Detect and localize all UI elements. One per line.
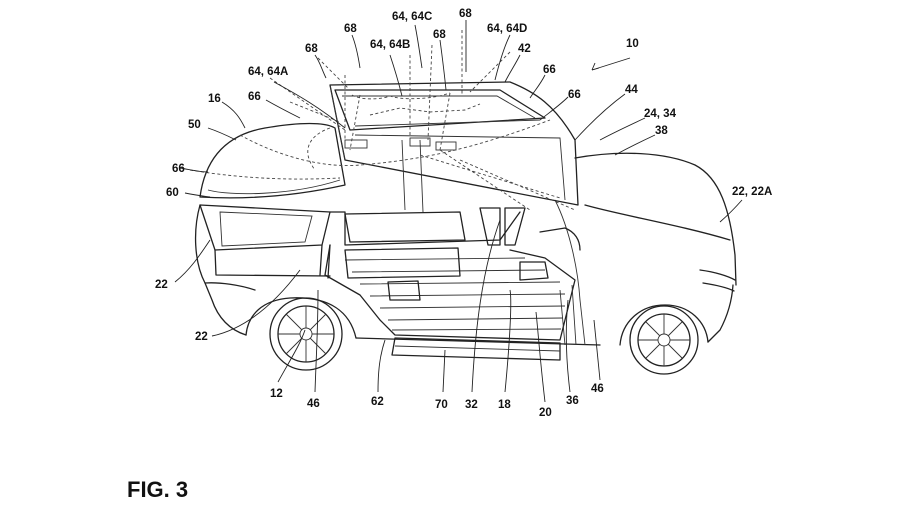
rear-wheel [270,298,342,370]
label-68-d: 68 [459,8,472,20]
label-16: 16 [208,93,221,105]
label-32: 32 [465,399,478,411]
label-64-64c: 64, 64C [392,11,432,23]
label-68-c: 68 [433,29,446,41]
label-22-lower: 22 [195,331,208,343]
label-70: 70 [435,399,448,411]
label-18: 18 [498,399,511,411]
label-68-b: 68 [344,23,357,35]
label-60: 60 [166,187,179,199]
label-50: 50 [188,119,201,131]
label-22-22a: 22, 22A [732,186,772,198]
label-44: 44 [625,84,638,96]
label-24-34: 24, 34 [644,108,677,120]
label-62: 62 [371,396,384,408]
label-46-rear: 46 [307,398,320,410]
label-66-left: 66 [172,163,185,175]
front-wheel [630,306,698,374]
roof-panel [330,82,578,212]
vehicle-body [196,124,736,346]
label-20: 20 [539,407,552,419]
label-66-upper: 66 [248,91,261,103]
label-42: 42 [518,43,531,55]
label-68-a: 68 [305,43,318,55]
label-64-64a: 64, 64A [248,66,288,78]
label-66-right-b: 66 [568,89,581,101]
label-12: 12 [270,388,283,400]
label-46-front: 46 [591,383,604,395]
label-64-64d: 64, 64D [487,23,527,35]
label-22-rear: 22 [155,279,168,291]
label-10: 10 [626,38,639,50]
figure-title: FIG. 3 [127,477,188,502]
label-66-right-a: 66 [543,64,556,76]
label-36: 36 [566,395,579,407]
label-64-64b: 64, 64B [370,39,410,51]
label-38: 38 [655,125,668,137]
